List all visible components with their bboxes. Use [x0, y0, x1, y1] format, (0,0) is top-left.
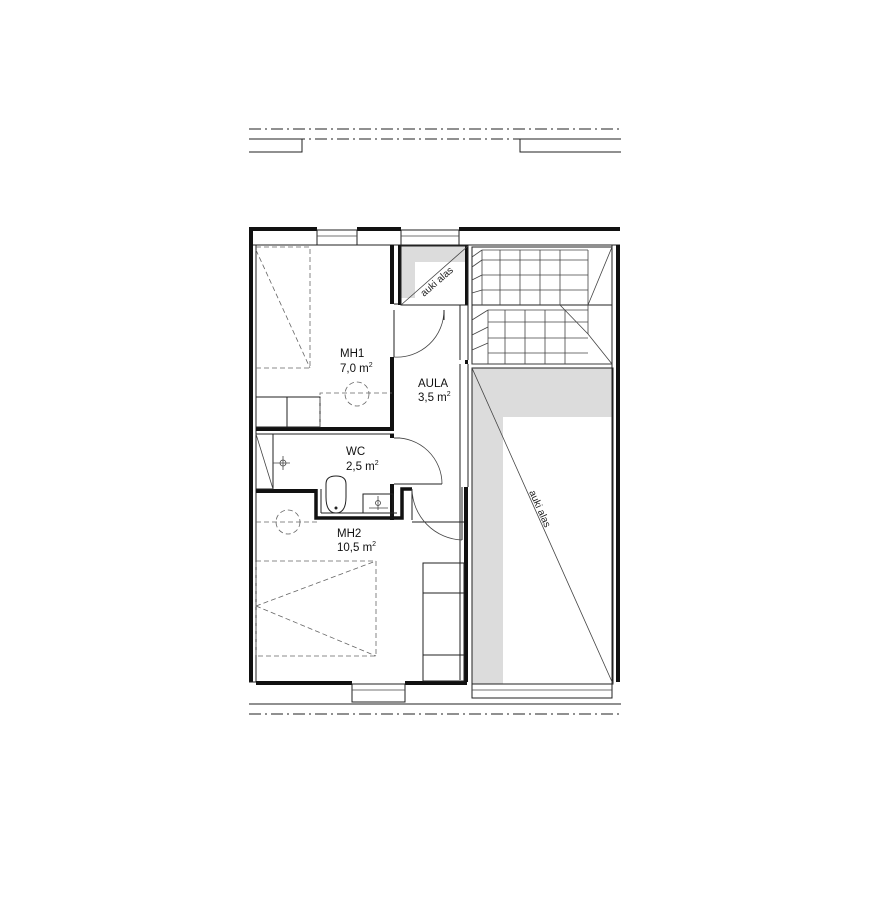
staircase	[471, 246, 613, 365]
exterior-walls	[249, 227, 620, 703]
room-label-wc: WC 2,5 m2	[346, 446, 379, 473]
void-fills	[401, 246, 613, 684]
interior-walls	[256, 245, 469, 682]
mh1-furniture	[255, 246, 392, 428]
roof-eave-bottom	[249, 703, 621, 715]
mh2-furniture	[255, 509, 465, 682]
doors	[393, 309, 463, 541]
wc-area: 2,5 m2	[346, 460, 379, 473]
room-label-mh1: MH1 7,0 m2	[340, 348, 373, 375]
wc-name: WC	[346, 446, 365, 458]
small-opening-label: auki alas	[419, 265, 456, 299]
mh1-area: 7,0 m2	[340, 362, 373, 375]
small-opening	[400, 245, 469, 306]
large-opening-label: auki alas	[526, 489, 552, 530]
wc-fixtures	[255, 433, 394, 514]
aula-name: AULA	[418, 378, 448, 390]
mh2-area: 10,5 m2	[337, 541, 376, 554]
mh2-name: MH2	[337, 528, 361, 540]
room-label-mh2: MH2 10,5 m2	[337, 528, 376, 554]
large-opening	[471, 367, 614, 685]
roof-eave-top	[249, 128, 621, 153]
room-label-aula: AULA 3,5 m2	[418, 378, 451, 404]
aula-area: 3,5 m2	[418, 391, 451, 404]
mh1-name: MH1	[340, 348, 364, 360]
